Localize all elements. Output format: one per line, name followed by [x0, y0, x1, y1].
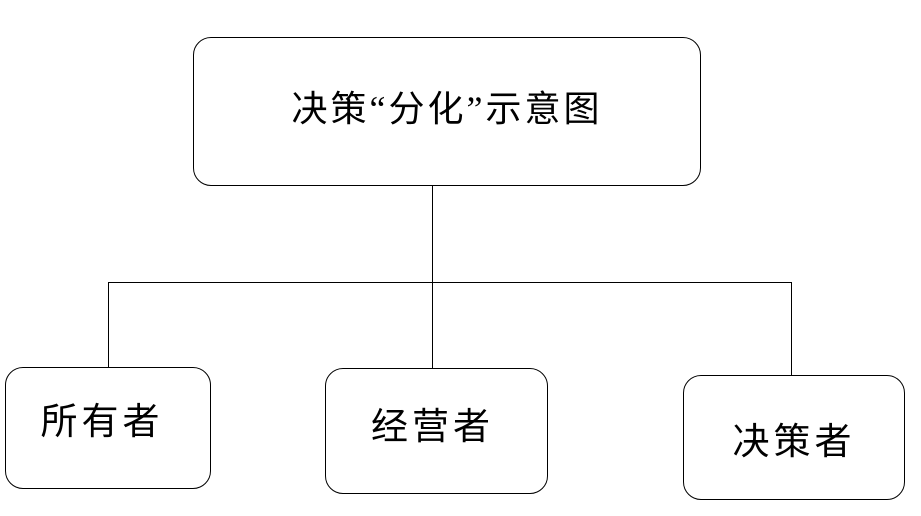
owner-node-label: 所有者: [40, 402, 164, 443]
decider-node-label: 决策者: [732, 421, 856, 463]
connector-title-to-rail: [432, 186, 433, 282]
diagram-node-title: 决策“分化”示意图: [193, 37, 701, 186]
diagram-title-label: 决策“分化”示意图: [291, 88, 603, 129]
connector-horizontal-rail: [108, 282, 792, 283]
connector-rail-to-owner: [108, 283, 109, 367]
diagram-node-operator: 经营者: [325, 368, 548, 494]
diagram-node-owner: 所有者: [5, 367, 211, 489]
connector-rail-to-operator: [432, 283, 433, 368]
connector-rail-to-decider: [791, 283, 792, 375]
operator-node-label: 经营者: [371, 407, 494, 448]
diagram-node-decider: 决策者: [683, 375, 905, 500]
